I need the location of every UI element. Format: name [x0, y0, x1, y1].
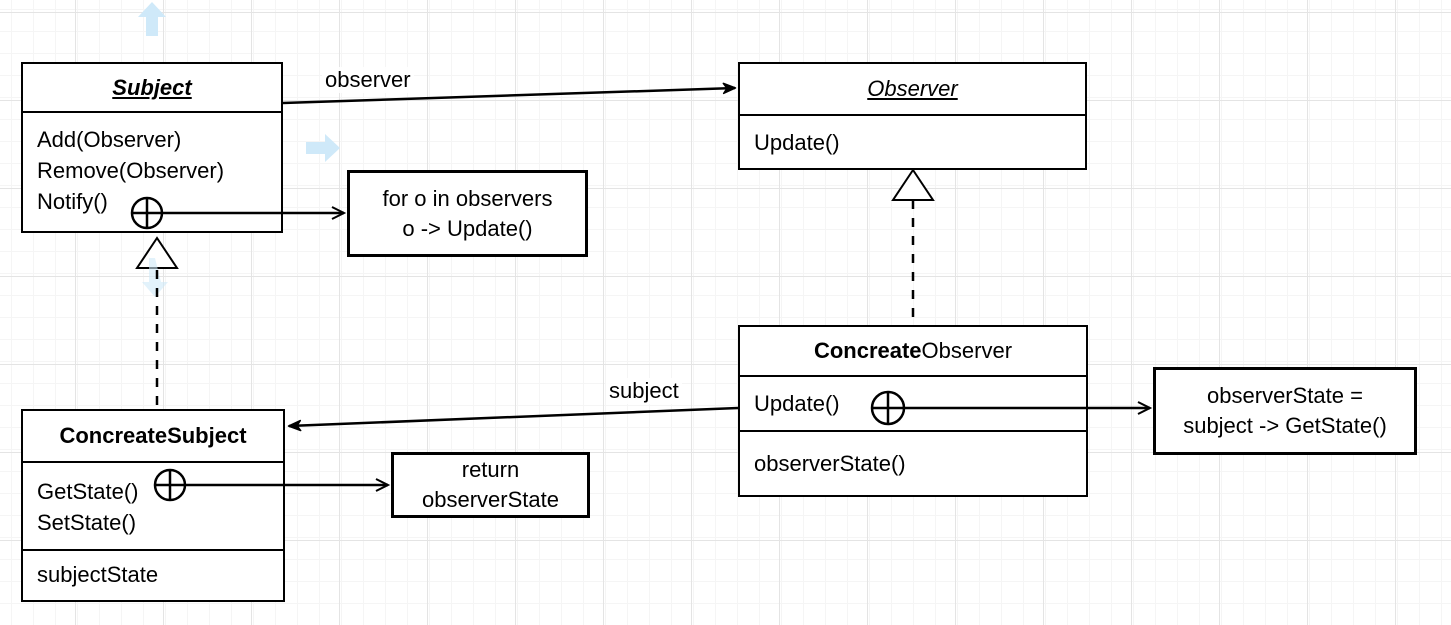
direction-hint-arrow-right-icon[interactable]: [306, 134, 340, 162]
class-subject-title-text: Subject: [112, 74, 192, 100]
direction-hint-arrow-down-icon[interactable]: [142, 258, 168, 297]
class-concreate-subject-methods: GetState() SetState(): [23, 463, 283, 551]
edge-label-observer[interactable]: observer: [322, 67, 414, 93]
class-concreate-observer-title-text: ConcreateObserver: [813, 338, 1013, 363]
note-notify-loop-line2: o -> Update(): [402, 215, 533, 241]
method-getstate: GetState(): [37, 479, 139, 504]
class-concreate-subject-attributes: subjectState: [23, 551, 283, 598]
note-return-state-line1: return: [461, 457, 520, 482]
attribute-subjectstate: subjectState: [37, 562, 159, 587]
note-return-state-line2: observerState: [422, 487, 559, 512]
method-add: Add(Observer): [37, 127, 182, 152]
class-concreate-observer-title: ConcreateObserver: [740, 327, 1086, 377]
method-setstate: SetState(): [37, 510, 137, 535]
edge-association-subject[interactable]: [287, 406, 739, 432]
class-observer[interactable]: Observer Update(): [738, 62, 1087, 170]
class-observer-title: Observer: [740, 64, 1085, 116]
class-observer-methods: Update(): [740, 116, 1085, 168]
edge-label-subject[interactable]: subject: [606, 378, 682, 404]
note-get-state-line2: subject -> GetState(): [1183, 413, 1387, 438]
class-concreate-subject-title: ConcreateSubject: [23, 411, 283, 463]
attribute-observerstate-method: observerState(): [754, 451, 906, 476]
note-notify-loop[interactable]: for o in observers o -> Update(): [347, 170, 588, 257]
class-concreate-subject[interactable]: ConcreateSubject GetState() SetState() s…: [21, 409, 285, 602]
class-subject[interactable]: Subject Add(Observer) Remove(Observer) N…: [21, 62, 283, 233]
generalization-arrowhead-observer: [891, 168, 935, 201]
generalization-arrowhead-subject: [135, 236, 179, 269]
class-concreate-subject-title-text: ConcreateSubject: [59, 423, 247, 448]
note-get-state[interactable]: observerState = subject -> GetState(): [1153, 367, 1417, 455]
class-concreate-observer[interactable]: ConcreateObserver Update() observerState…: [738, 325, 1088, 497]
class-subject-methods: Add(Observer) Remove(Observer) Notify(): [23, 113, 281, 217]
class-concreate-observer-attributes: observerState(): [740, 432, 1086, 495]
method-update: Update(): [754, 129, 840, 155]
note-get-state-line1: observerState =: [1207, 383, 1363, 408]
direction-hint-arrow-up-icon[interactable]: [138, 2, 166, 36]
class-subject-title: Subject: [23, 64, 281, 113]
class-concreate-observer-methods: Update(): [740, 377, 1086, 432]
method-update-concrete: Update(): [754, 391, 840, 416]
method-remove: Remove(Observer): [37, 158, 225, 183]
note-return-state[interactable]: return observerState: [391, 452, 590, 518]
method-notify: Notify(): [37, 189, 108, 214]
note-notify-loop-line1: for o in observers: [382, 185, 553, 211]
class-observer-title-text: Observer: [867, 76, 958, 101]
